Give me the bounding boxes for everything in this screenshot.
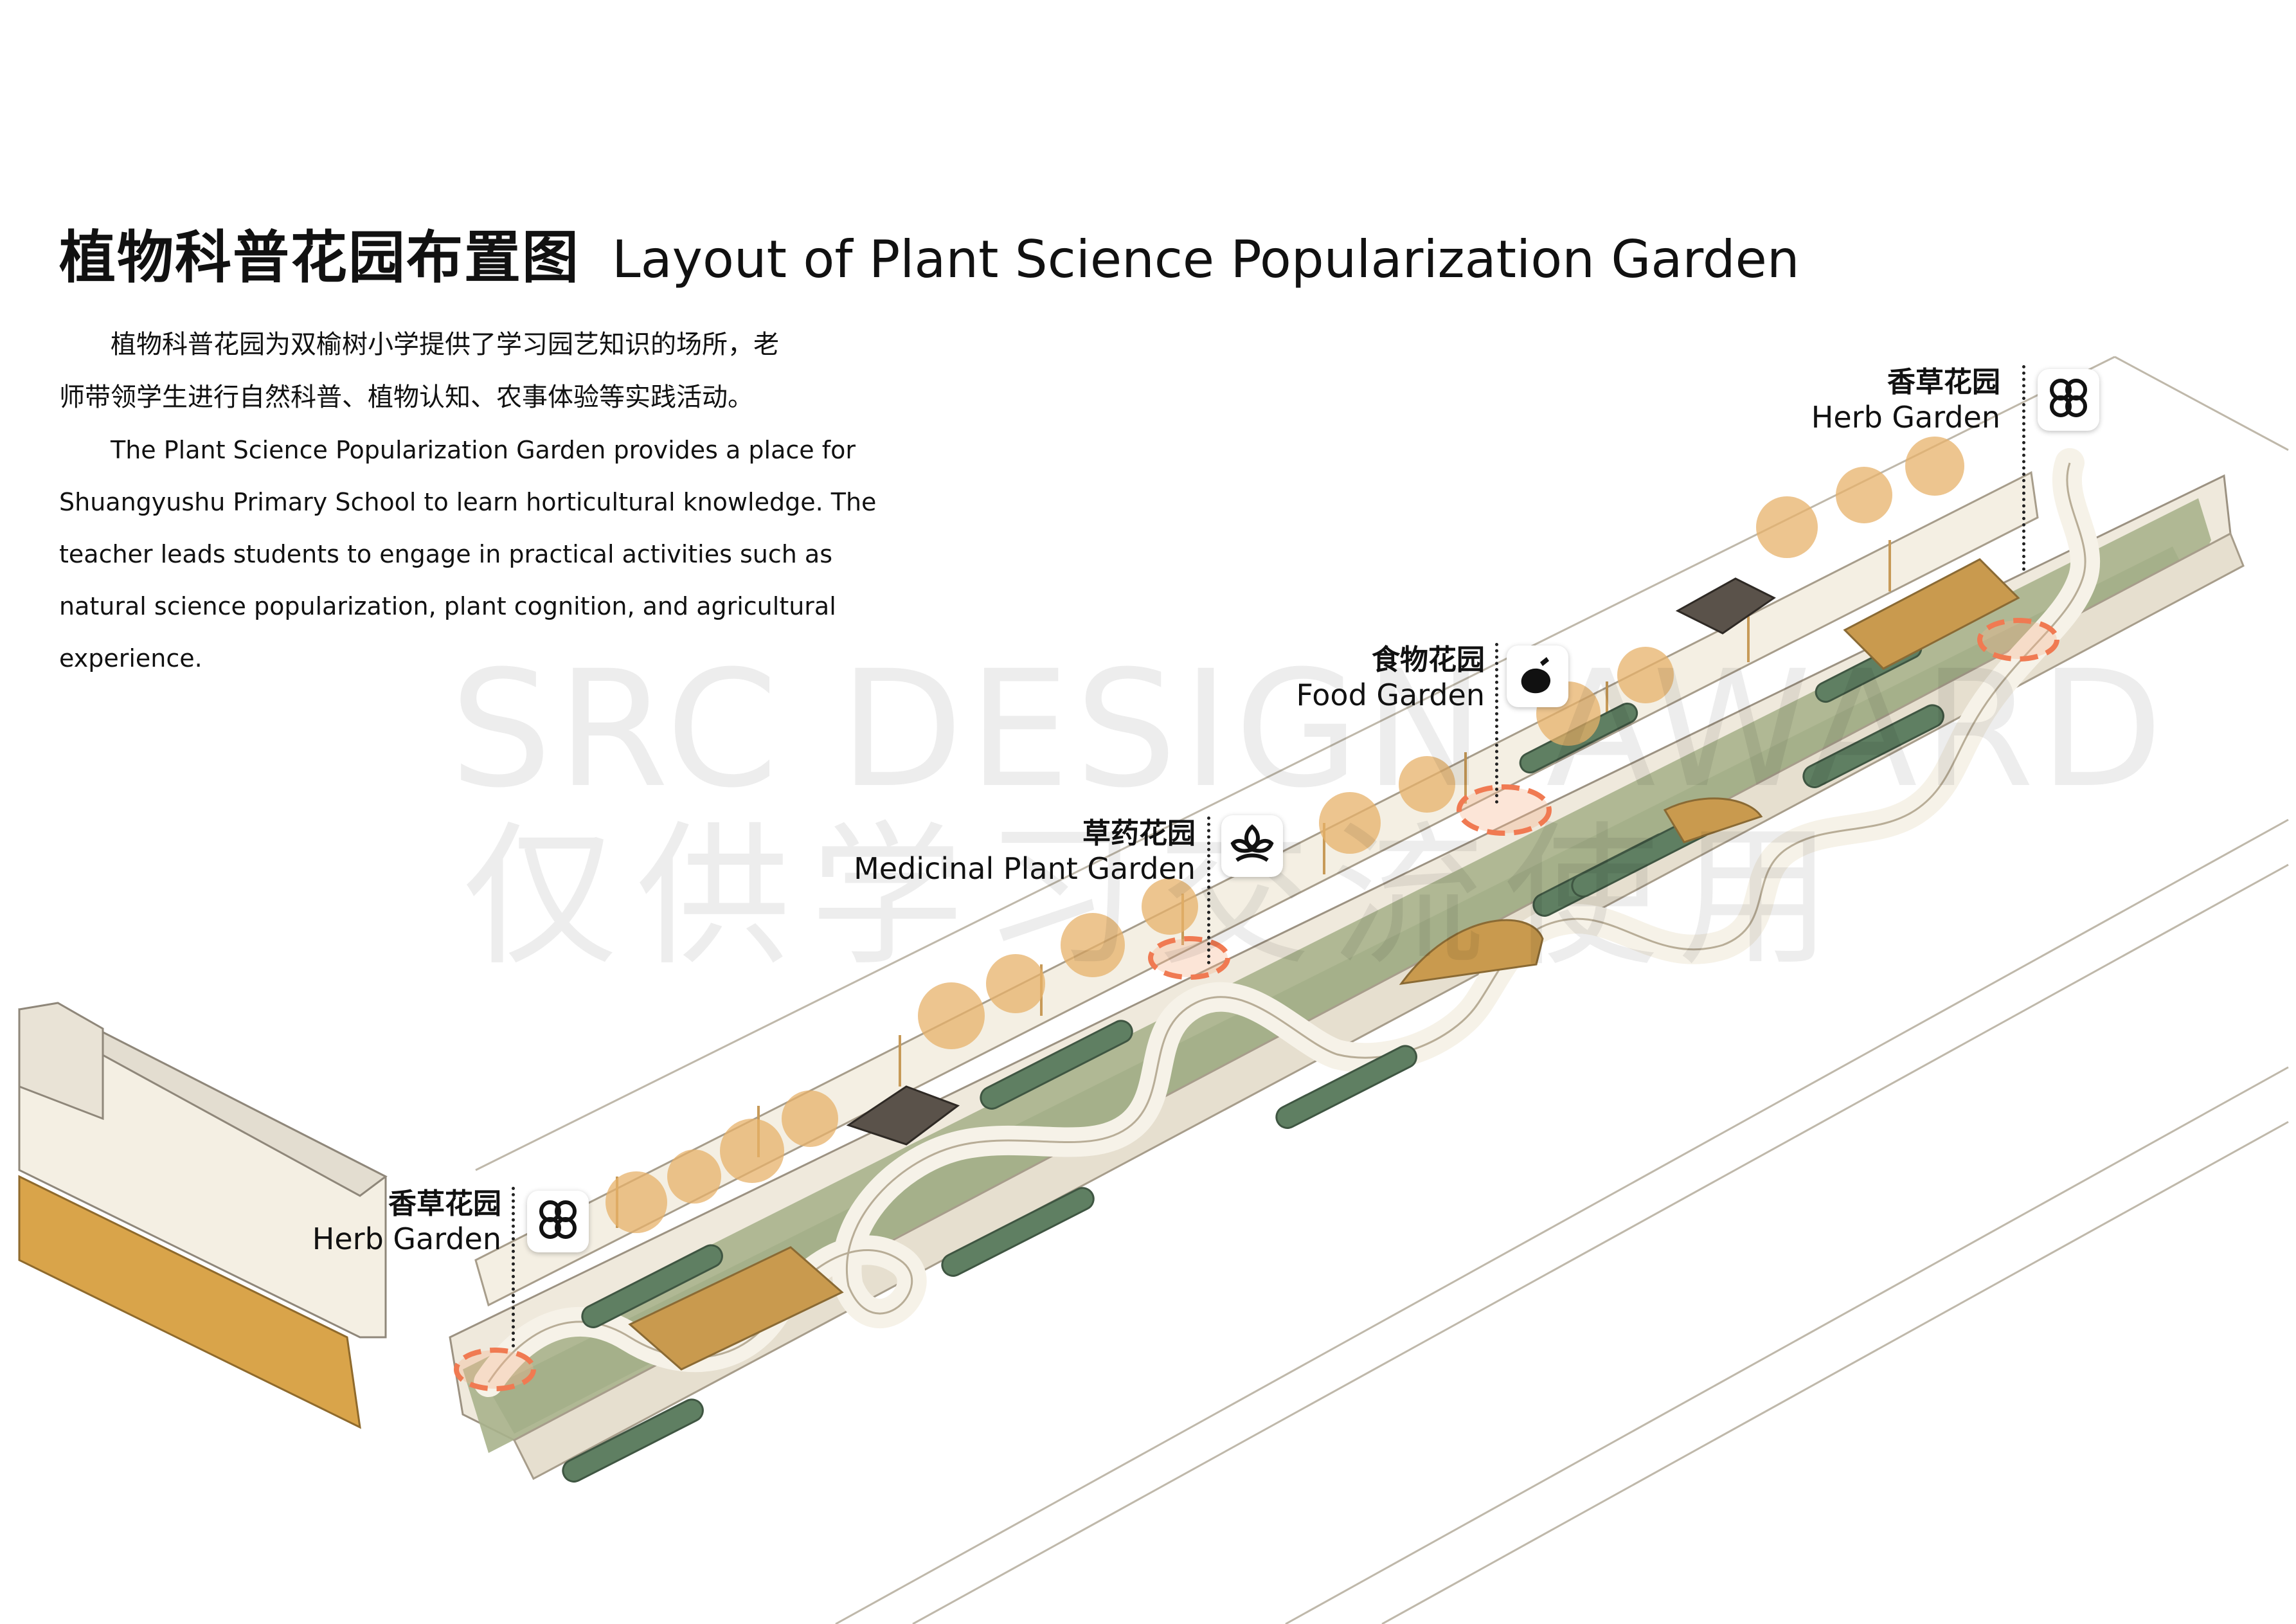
garden-axonometric-plan xyxy=(18,356,2289,1624)
street-lines xyxy=(475,356,2289,1624)
label-zh: 香草花园 xyxy=(1887,366,2000,399)
building-annex xyxy=(18,1002,104,1121)
label-en: Medicinal Plant Garden xyxy=(854,851,1196,886)
label-herb-garden-left: 香草花园 Herb Garden xyxy=(312,1187,501,1256)
label-en: Food Garden xyxy=(1296,678,1485,712)
leader-line xyxy=(1495,643,1498,804)
wooden-decks xyxy=(628,558,2020,1371)
highlight-zones xyxy=(454,618,2059,1391)
label-medicinal-plant-garden: 草药花园 Medicinal Plant Garden xyxy=(854,817,1196,886)
description-en: The Plant Science Popularization Garden … xyxy=(59,424,895,685)
label-en: Herb Garden xyxy=(1811,400,2000,435)
leader-line xyxy=(512,1187,515,1348)
eggplant-icon xyxy=(1507,645,1568,707)
description-en-text: The Plant Science Popularization Garden … xyxy=(59,436,877,672)
label-en: Herb Garden xyxy=(312,1222,501,1256)
trees xyxy=(605,437,1964,1233)
title-zh: 植物科普花园布置图 xyxy=(59,224,580,291)
description-zh-line1: 植物科普花园为双榆树小学提供了学习园艺知识的场所，老 xyxy=(111,330,779,359)
label-zh: 食物花园 xyxy=(1372,644,1485,676)
description-zh: 植物科普花园为双榆树小学提供了学习园艺知识的场所，老 师带领学生进行自然科普、植… xyxy=(59,318,895,424)
label-food-garden: 食物花园 Food Garden xyxy=(1296,643,1485,712)
pavilions xyxy=(846,577,1776,1146)
clover-icon xyxy=(2038,369,2099,431)
description-zh-line2: 师带领学生进行自然科普、植物认知、农事体验等实践活动。 xyxy=(59,383,753,412)
title-en: Layout of Plant Science Popularization G… xyxy=(612,230,1800,289)
clover-icon xyxy=(527,1191,589,1252)
label-zh: 草药花园 xyxy=(1082,817,1196,850)
label-zh: 香草花园 xyxy=(388,1187,501,1220)
leader-line xyxy=(2022,365,2025,571)
herb-leaves-icon xyxy=(1221,815,1283,877)
lawn-shade xyxy=(489,546,2185,1434)
leader-line xyxy=(1207,817,1210,964)
label-herb-garden-right: 香草花园 Herb Garden xyxy=(1811,365,2000,435)
page-title: 植物科普花园布置图 Layout of Plant Science Popula… xyxy=(59,212,1800,294)
building-facade xyxy=(18,1175,361,1429)
